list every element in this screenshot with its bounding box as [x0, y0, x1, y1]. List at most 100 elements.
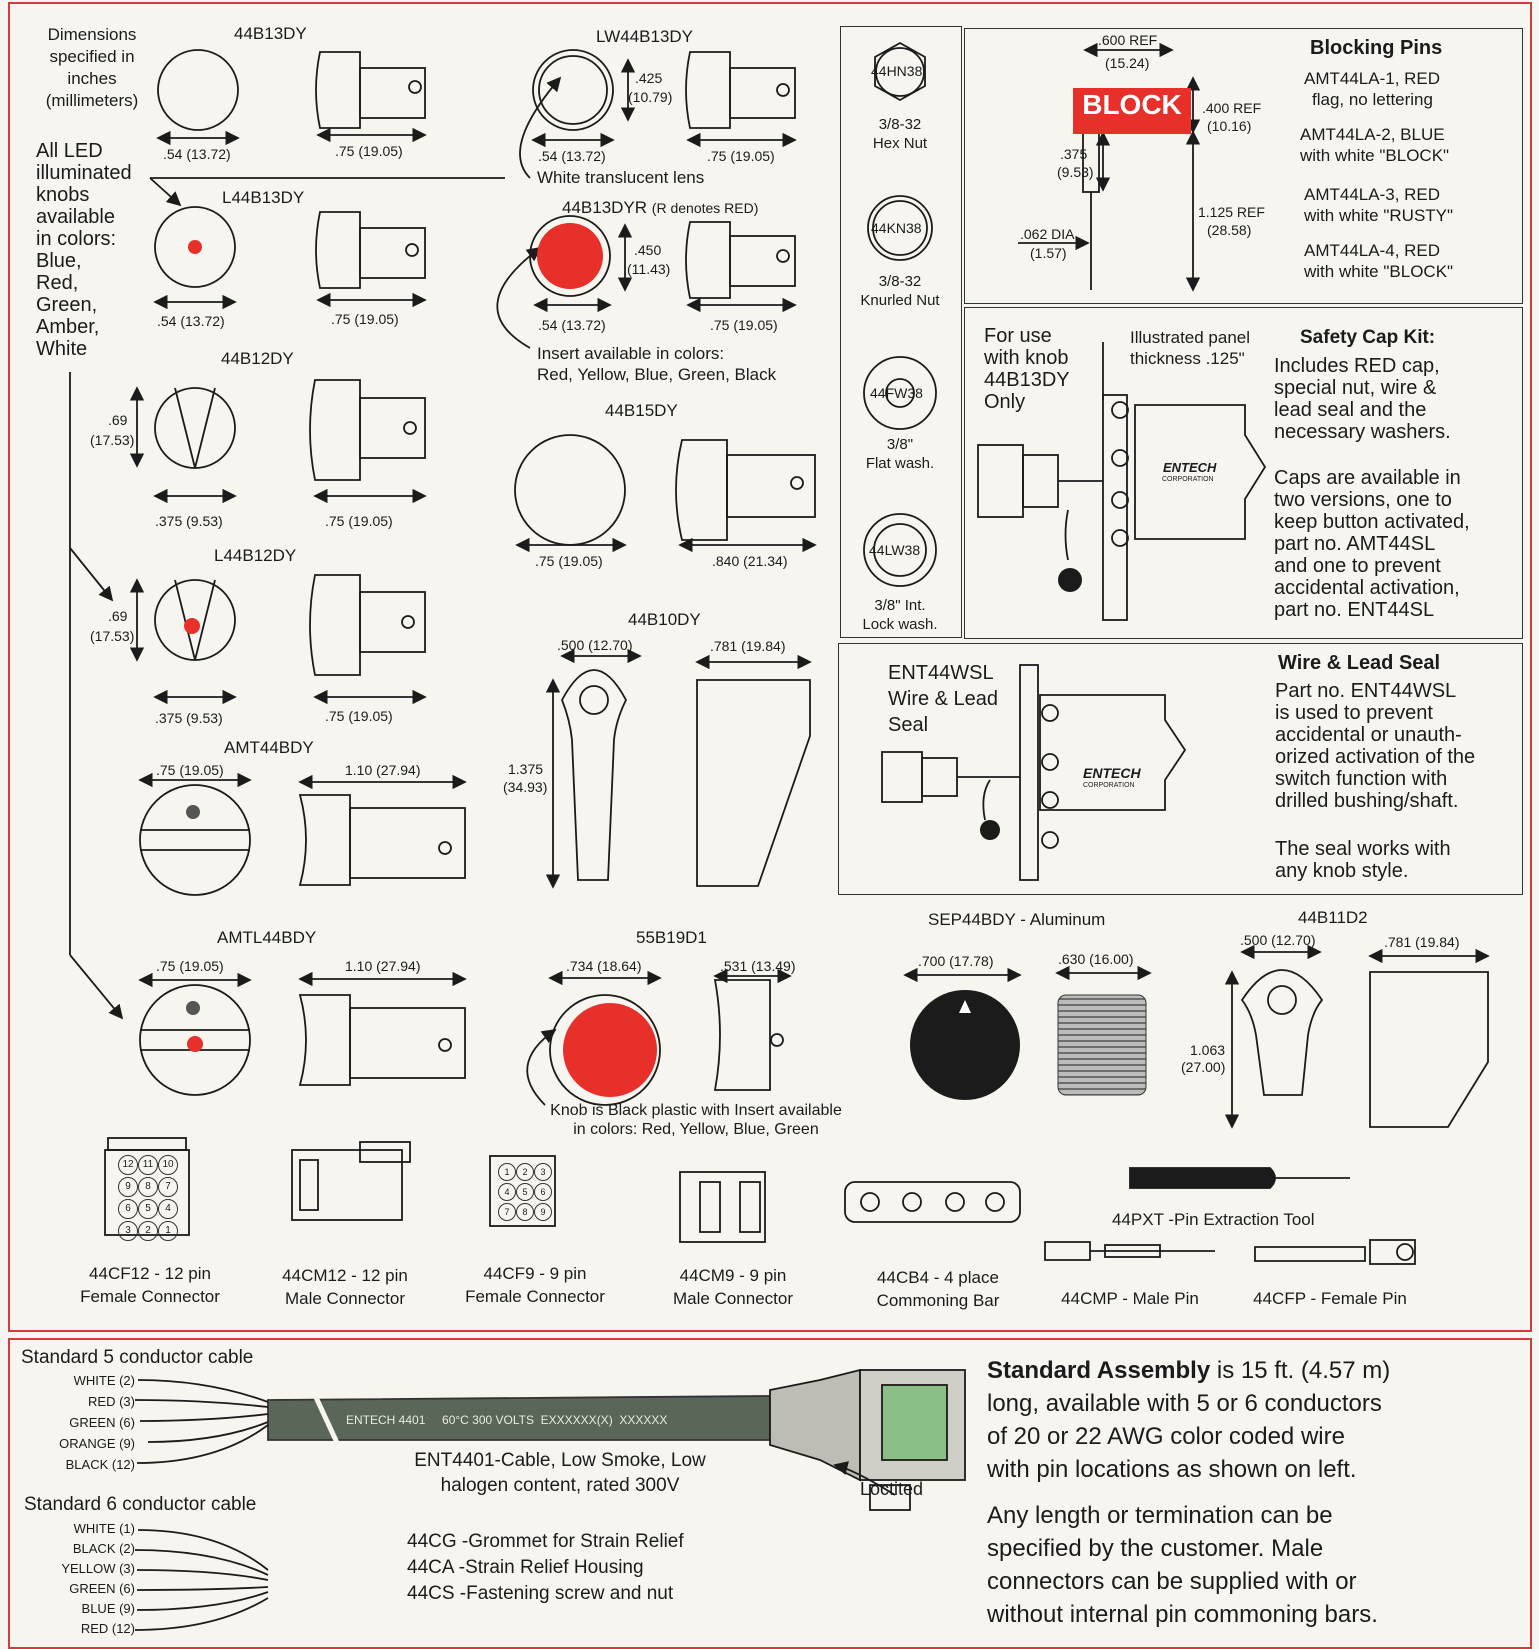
- dim-label: (9.53): [1057, 164, 1094, 180]
- pin-grid-9: 1 2 3 4 5 6 7 8 9: [498, 1163, 558, 1221]
- dim-label: .75 (19.05): [710, 317, 778, 333]
- hardware-code: 44FW38: [870, 385, 923, 401]
- knob-title: 44B15DY: [605, 401, 678, 420]
- knob-title: 44B11D2: [1298, 908, 1368, 927]
- dim-label: .75 (19.05): [335, 143, 403, 159]
- dim-label: 1.125 REF: [1198, 204, 1265, 220]
- loctited-label: Loctited: [860, 1479, 924, 1499]
- dim-label: .69: [108, 608, 128, 624]
- pin-label: 44CFP - Female Pin: [1253, 1289, 1407, 1308]
- dim-label: .600 REF: [1098, 32, 1158, 48]
- assembly-text: Standard Assembly is 15 ft. (4.57 m) lon…: [987, 1357, 1391, 1483]
- dim-label: (1.57): [1030, 245, 1067, 261]
- assembly-title: Standard Assembly: [987, 1357, 1211, 1384]
- dim-label: .75 (19.05): [325, 513, 393, 529]
- dim-label: .54 (13.72): [157, 313, 225, 329]
- pin-tool-label: 44PXT -Pin Extraction Tool: [1112, 1210, 1315, 1229]
- dim-label: .375 (9.53): [155, 710, 223, 726]
- knob-title: SEP44BDY - Aluminum: [928, 910, 1106, 929]
- pin-label: 44CMP - Male Pin: [1061, 1289, 1199, 1308]
- dim-label: .062 DIA.: [1020, 226, 1079, 242]
- knob-note: Knob is Black plastic with Insert availa…: [550, 1102, 842, 1138]
- dim-label: (28.58): [1207, 222, 1252, 238]
- hardware-code: 44LW38: [869, 542, 921, 558]
- safety-cap-title: Safety Cap Kit:: [1300, 327, 1436, 348]
- knob-title: 55B19D1: [636, 928, 707, 947]
- entech-logo: ENTECH: [1163, 460, 1217, 475]
- wire-seal-title: Wire & Lead Seal: [1278, 652, 1441, 674]
- dim-label: .69: [108, 412, 128, 428]
- knob-44B13DY-side: [315, 51, 426, 129]
- dim-label: .400 REF: [1202, 100, 1262, 116]
- dim-label: .54 (13.72): [538, 148, 606, 164]
- dim-label: .75 (19.05): [156, 762, 224, 778]
- dim-label: .500 (12.70): [1240, 932, 1316, 948]
- dim-label: (34.93): [503, 779, 548, 795]
- cable-print: ENTECH 4401 60°C 300 VOLTS EXXXXXX(X) XX…: [346, 1413, 668, 1427]
- blocking-pins-title: Blocking Pins: [1310, 37, 1443, 59]
- dim-label: .450: [634, 242, 662, 258]
- knob-title: LW44B13DY: [596, 27, 694, 46]
- hardware-box: [840, 26, 962, 638]
- dim-label: .54 (13.72): [538, 317, 606, 333]
- dim-label: 1.375: [508, 761, 544, 777]
- dim-label: .75 (19.05): [707, 148, 775, 164]
- dim-label: 1.10 (27.94): [345, 762, 421, 778]
- dim-label: (10.16): [1207, 118, 1252, 134]
- dim-label: .531 (13.49): [720, 958, 796, 974]
- dim-label: .375: [1060, 146, 1088, 162]
- entech-logo-sub: CORPORATION: [1083, 782, 1135, 789]
- cable5-wires: WHITE (2)RED (3)GREEN (6)ORANGE (9)BLACK…: [59, 1373, 135, 1472]
- hardware-label: 3/8"Flat wash.: [865, 436, 935, 472]
- dim-label: .840 (21.34): [712, 553, 788, 569]
- dim-label: .500 (12.70): [557, 637, 633, 653]
- entech-logo: ENTECH: [1083, 765, 1141, 781]
- custom-text: Any length or termination can be specifi…: [987, 1502, 1378, 1628]
- dim-label: .425: [635, 70, 663, 86]
- knob-title: 44B12DY: [221, 349, 294, 368]
- block-flag-text: BLOCK: [1082, 89, 1182, 120]
- knob-title: L44B12DY: [214, 546, 297, 565]
- knob-title: AMT44BDY: [224, 738, 314, 757]
- hardware-label: 3/8" Int.Lock wash.: [862, 597, 938, 633]
- safety-cap-desc: Includes RED cap,special nut, wire &lead…: [1274, 355, 1451, 443]
- knob-title: 44B13DY: [234, 24, 307, 43]
- dim-label: .75 (19.05): [331, 311, 399, 327]
- hardware-code: 44HN38: [871, 63, 923, 79]
- dim-label: (17.53): [90, 628, 135, 644]
- knob-title: L44B13DY: [222, 188, 305, 207]
- dim-label: (11.43): [627, 261, 671, 277]
- dim-label: .630 (16.00): [1058, 951, 1134, 967]
- knob-note: Insert available in colors:Red, Yellow, …: [537, 344, 777, 384]
- hardware-code: 44KN38: [871, 220, 922, 236]
- top-panel-frame: [8, 2, 1532, 1332]
- knob-title: AMTL44BDY: [217, 928, 317, 947]
- dim-label: .700 (17.78): [918, 953, 994, 969]
- safety-cap-box: [964, 307, 1523, 639]
- knob-44B13DY-front: [157, 49, 239, 131]
- dim-label: .734 (18.64): [566, 958, 642, 974]
- wire-seal-box: [838, 643, 1523, 895]
- dim-label: .75 (19.05): [325, 708, 393, 724]
- pin-grid-12: 12 11 10 9 8 7 6 5 4 3 2 1: [118, 1155, 178, 1241]
- knob-title: 44B10DY: [628, 610, 701, 629]
